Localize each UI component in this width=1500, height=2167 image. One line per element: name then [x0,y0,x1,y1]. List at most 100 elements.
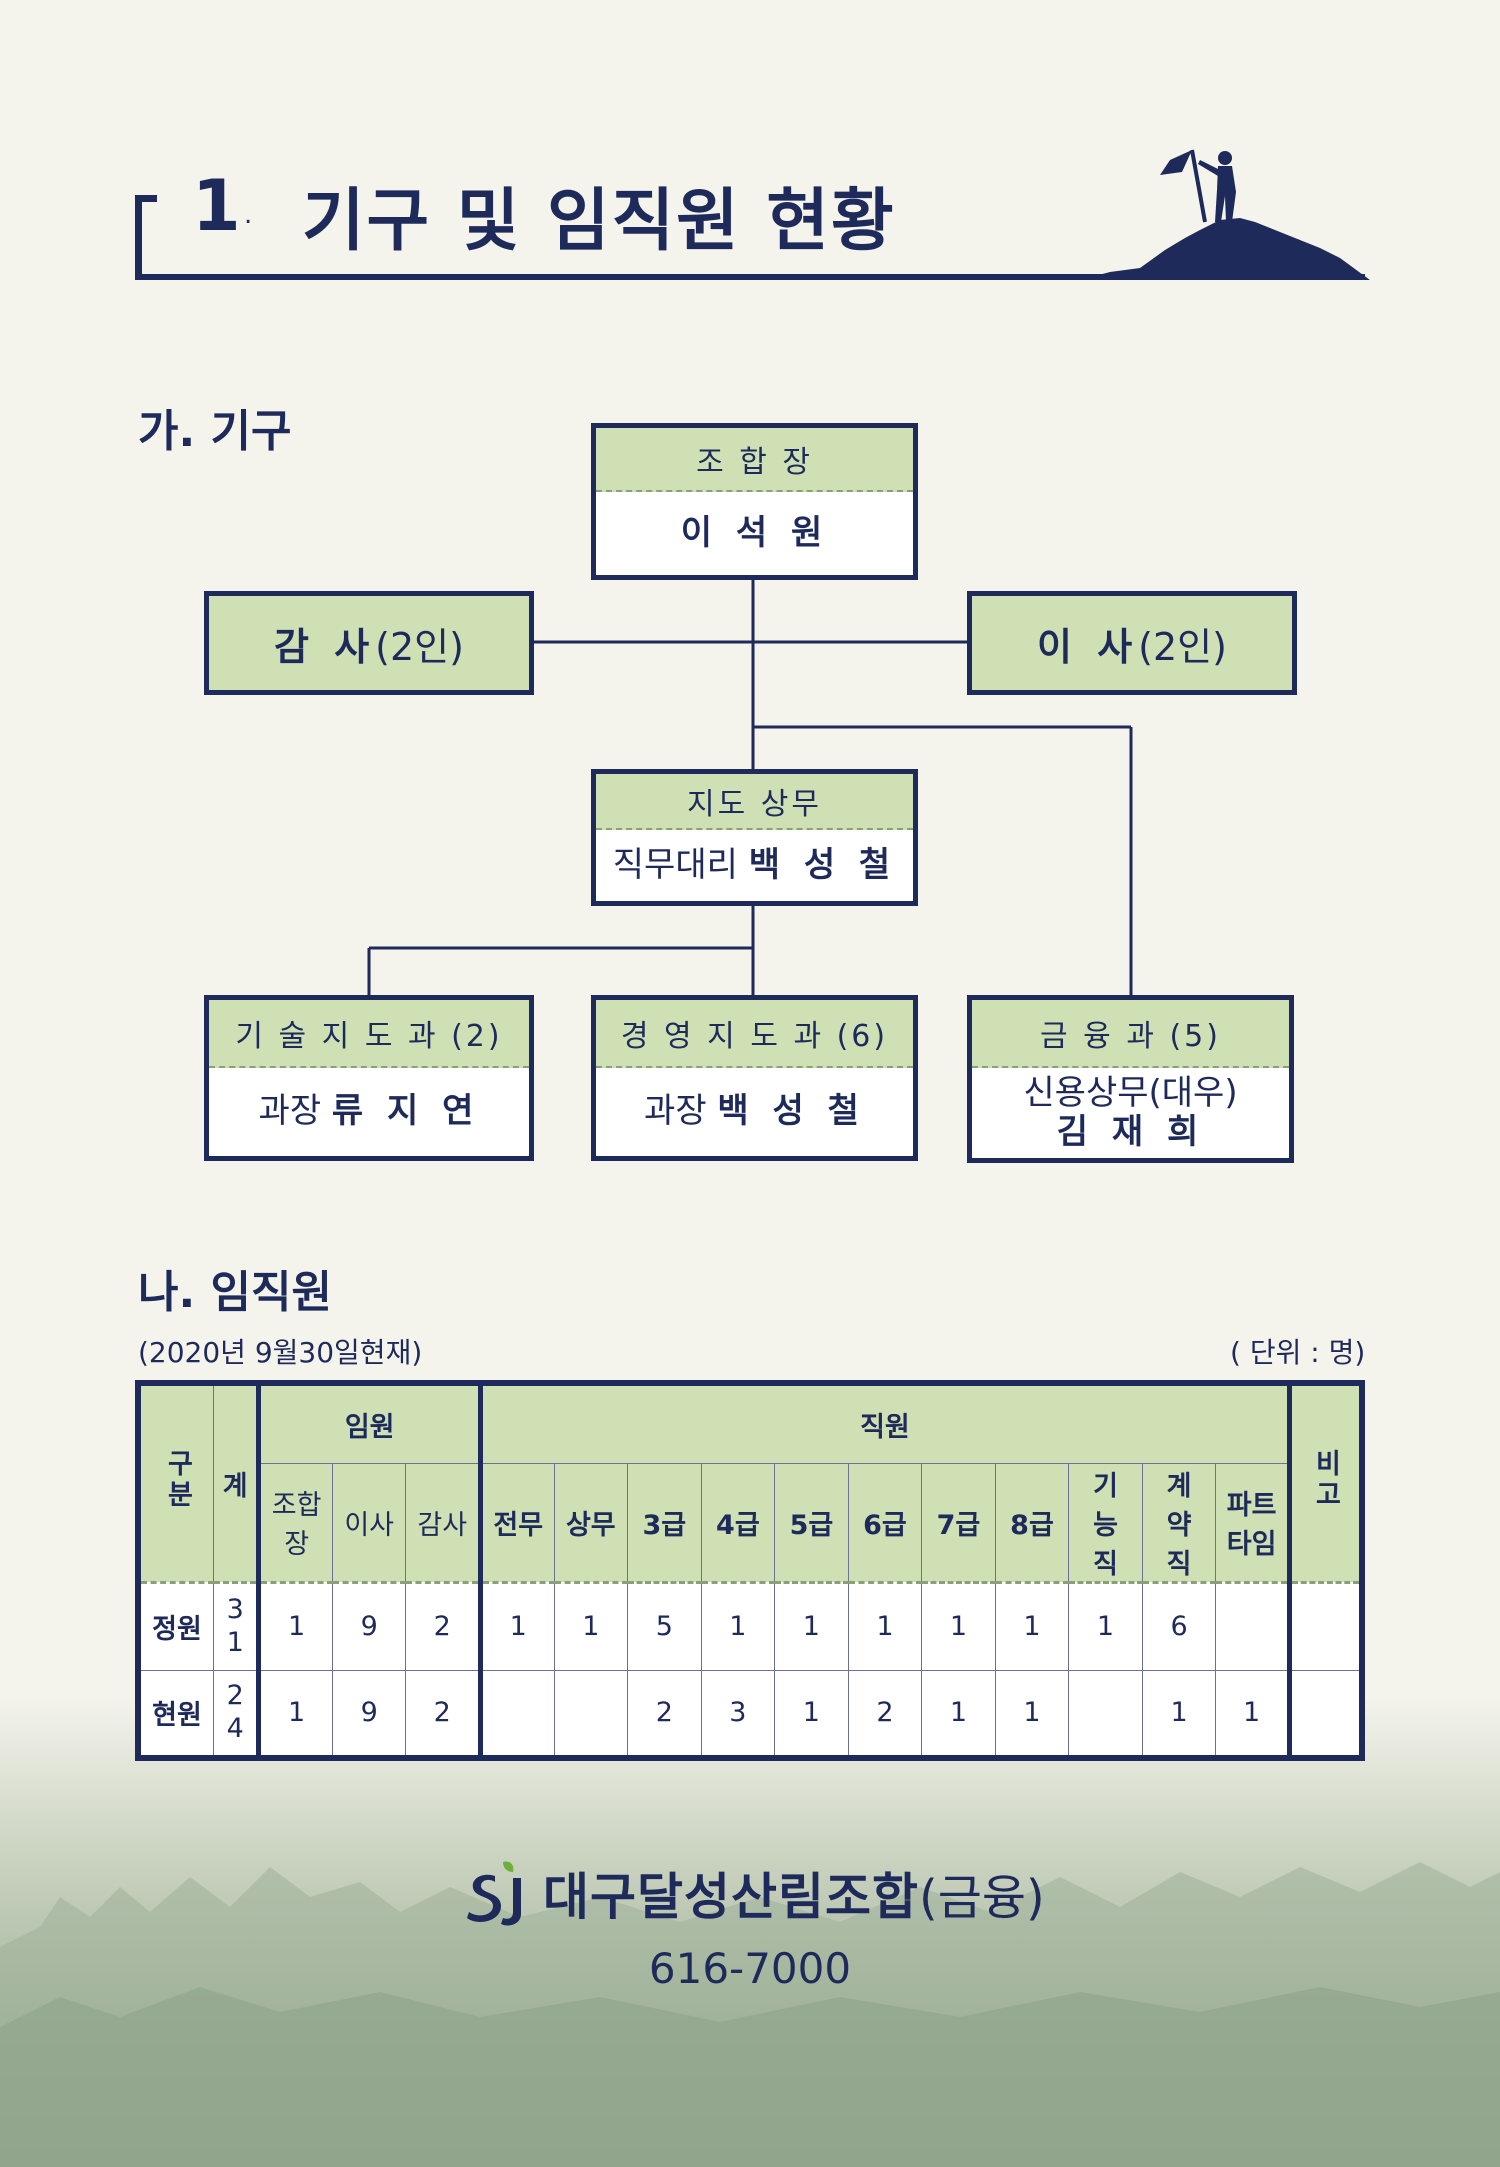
row-cell: 1 [847,1581,923,1671]
org-box-managing-name: 백 성 철 [748,844,897,885]
row-cell [1215,1581,1290,1671]
forest-silhouette [0,1862,1500,2167]
org-box-director-name: 이 사 [1037,624,1139,669]
footer-logo: 대구달성산림조합(금융) [465,1858,1045,1928]
org-box-dept-mgmt-line: 과장 백 성 철 [644,1092,865,1131]
row-cell: 1 [256,1581,333,1671]
org-box-dept-tech-prefix: 과장 [258,1091,332,1132]
org-box-chair-name: 이 석 원 [680,512,829,553]
row-total: 31 [213,1581,260,1671]
org-box-dept-mgmt-role: 경 영 지 도 과 (6) [596,1000,913,1068]
org-box-managing-role: 지도 상무 [596,774,913,830]
row-cell: 1 [256,1669,333,1759]
org-box-dept-tech-line: 과장 류 지 연 [259,1092,480,1131]
sub-header-grade8: 8급 [994,1462,1070,1584]
org-chart-connectors [367,578,1133,997]
sub-header-executive: 전무 [478,1462,555,1584]
footer-org-name: 대구달성산림조합 [543,1868,919,1926]
row-cell: 1 [1215,1669,1290,1759]
sub-header-grade6: 6급 [847,1462,923,1584]
row-cell: 3 [700,1669,776,1759]
row-cell: 2 [847,1669,923,1759]
sub-header-grade7: 7급 [921,1462,996,1584]
sub-header-managing: 상무 [553,1462,629,1584]
col-header-note-text: 비고 [1309,1448,1341,1511]
table-header-row-2: 조합장 이사 감사 전무 상무 3급 4급 5급 6급 7급 8급 기능직 계약… [138,1462,1362,1584]
org-box-dept-tech: 기 술 지 도 과 (2) 과장 류 지 연 [204,995,534,1161]
row-cell: 2 [627,1669,702,1759]
row-cell [478,1669,555,1759]
sub-header-grade5: 5급 [774,1462,849,1584]
row-cell: 1 [774,1581,849,1671]
sub-header-grade3: 3급 [627,1462,702,1584]
row-total: 24 [213,1669,260,1759]
table-header-row-1: 구분 계 임원 직원 비고 [137,1382,1363,1584]
org-box-managing: 지도 상무 직무대리 백 성 철 [591,769,918,906]
table-date-note: (2020년 9월30일현재) [138,1336,423,1369]
col-header-note: 비고 [1286,1382,1363,1584]
section-number: 1 [192,165,241,247]
sub-header-director: 이사 [331,1462,407,1584]
org-box-auditor-name: 감 사 [274,624,376,669]
row-cell: 1 [478,1581,555,1671]
col-header-officers: 임원 [256,1382,481,1464]
sub-header-auditor: 감사 [405,1462,481,1584]
org-box-dept-tech-role: 기 술 지 도 과 (2) [209,1000,529,1068]
row-cell: 1 [1068,1581,1143,1671]
col-header-total-text: 계 [222,1470,248,1502]
title-bracket [135,195,1365,280]
row-cell: 1 [994,1669,1070,1759]
row-cell: 5 [627,1581,702,1671]
row-cell: 9 [331,1669,407,1759]
sub-header-grade4: 4급 [700,1462,776,1584]
org-box-dept-finance-name: 김 재 희 [1056,1112,1205,1152]
sub-header-chair: 조합장 [256,1462,333,1584]
page-title: 기구 및 임직원 현황 [302,182,896,261]
org-box-managing-body: 직무대리 백 성 철 [596,830,913,901]
org-box-director: 이 사(2인) [967,591,1297,695]
sub-header-parttime: 파트타임 [1215,1462,1290,1584]
org-box-dept-mgmt-body: 과장 백 성 철 [596,1068,913,1156]
staff-table: 구분 계 임원 직원 비고 조합장 이사 감사 전무 상무 3급 4급 5급 6… [135,1380,1365,1761]
row-cell [1068,1669,1143,1759]
row-cell: 2 [405,1581,481,1671]
row-cell: 1 [994,1581,1070,1671]
mountain-climber-flag-icon [1080,149,1370,280]
footer-org-sub: (금융) [919,1870,1045,1926]
background-forest-fog [0,1697,1500,2167]
org-box-managing-line: 직무대리 백 성 철 [612,844,897,885]
row-cell: 1 [553,1581,629,1671]
org-box-auditor: 감 사(2인) [204,591,534,695]
row-cell [553,1669,629,1759]
org-box-auditor-count: (2인) [375,624,464,669]
org-box-chair-body: 이 석 원 [596,492,913,575]
org-box-director-count: (2인) [1138,624,1227,669]
section-b-title: 나. 임직원 [138,1267,332,1318]
row-label: 현원 [137,1669,215,1759]
sub-header-contract: 계약직 [1141,1462,1217,1584]
col-header-gubun-text: 구분 [161,1448,193,1511]
row-note [1286,1669,1363,1759]
org-box-managing-prefix: 직무대리 [612,844,749,885]
table-unit-note: ( 단위 : 명) [1230,1336,1366,1369]
row-cell: 1 [774,1669,849,1759]
row-cell: 1 [921,1669,996,1759]
row-cell: 6 [1141,1581,1217,1671]
org-box-dept-finance: 금 융 과 (5) 신용상무(대우) 김 재 희 [967,995,1294,1163]
row-note [1286,1581,1363,1671]
org-box-dept-tech-name: 류 지 연 [331,1091,480,1132]
col-header-gubun: 구분 [137,1382,215,1584]
section-number-dot: . [244,200,253,230]
col-header-total: 계 [213,1382,260,1584]
row-cell: 9 [331,1581,407,1671]
org-box-dept-tech-body: 과장 류 지 연 [209,1068,529,1156]
org-box-dept-finance-prefix: 신용상무(대우) [1023,1072,1238,1113]
sj-logo-icon [467,1861,521,1926]
sub-header-technical: 기능직 [1068,1462,1143,1584]
row-cell: 2 [405,1669,481,1759]
row-cell: 1 [1141,1669,1217,1759]
row-label: 정원 [137,1581,215,1671]
